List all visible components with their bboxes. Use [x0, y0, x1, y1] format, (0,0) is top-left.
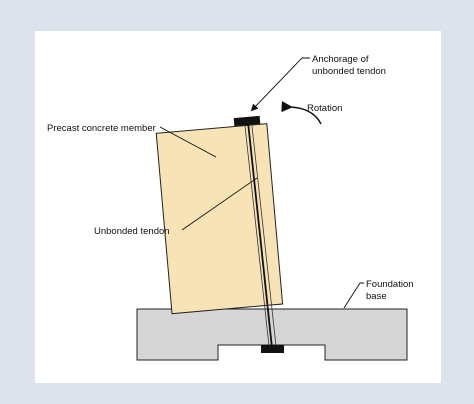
bottom-anchorage	[261, 345, 284, 353]
tendon-duct-left	[244, 125, 270, 347]
anchorage-leader	[250, 57, 310, 112]
tendon-leader	[181, 177, 258, 231]
precast-concrete-member	[155, 123, 284, 315]
tendon-duct-right	[251, 125, 277, 347]
anchorage-label-line2: unbonded tendon	[312, 66, 386, 77]
anchorage-label-line1: Anchorage of	[312, 54, 369, 65]
rotation-label: Rotation	[307, 103, 342, 114]
precast-label: Precast concrete member	[47, 123, 156, 134]
foundation-base	[136, 308, 408, 361]
precast-leader	[159, 126, 217, 158]
tendon-label: Unbonded tendon	[94, 226, 170, 237]
top-anchorage	[233, 115, 261, 127]
foundation-label-line1: Foundation	[366, 279, 414, 290]
foundation-leader	[343, 282, 364, 309]
unbonded-tendon	[247, 121, 273, 349]
rotation-arrow	[281, 101, 322, 125]
foundation-label-line2: base	[366, 291, 387, 302]
